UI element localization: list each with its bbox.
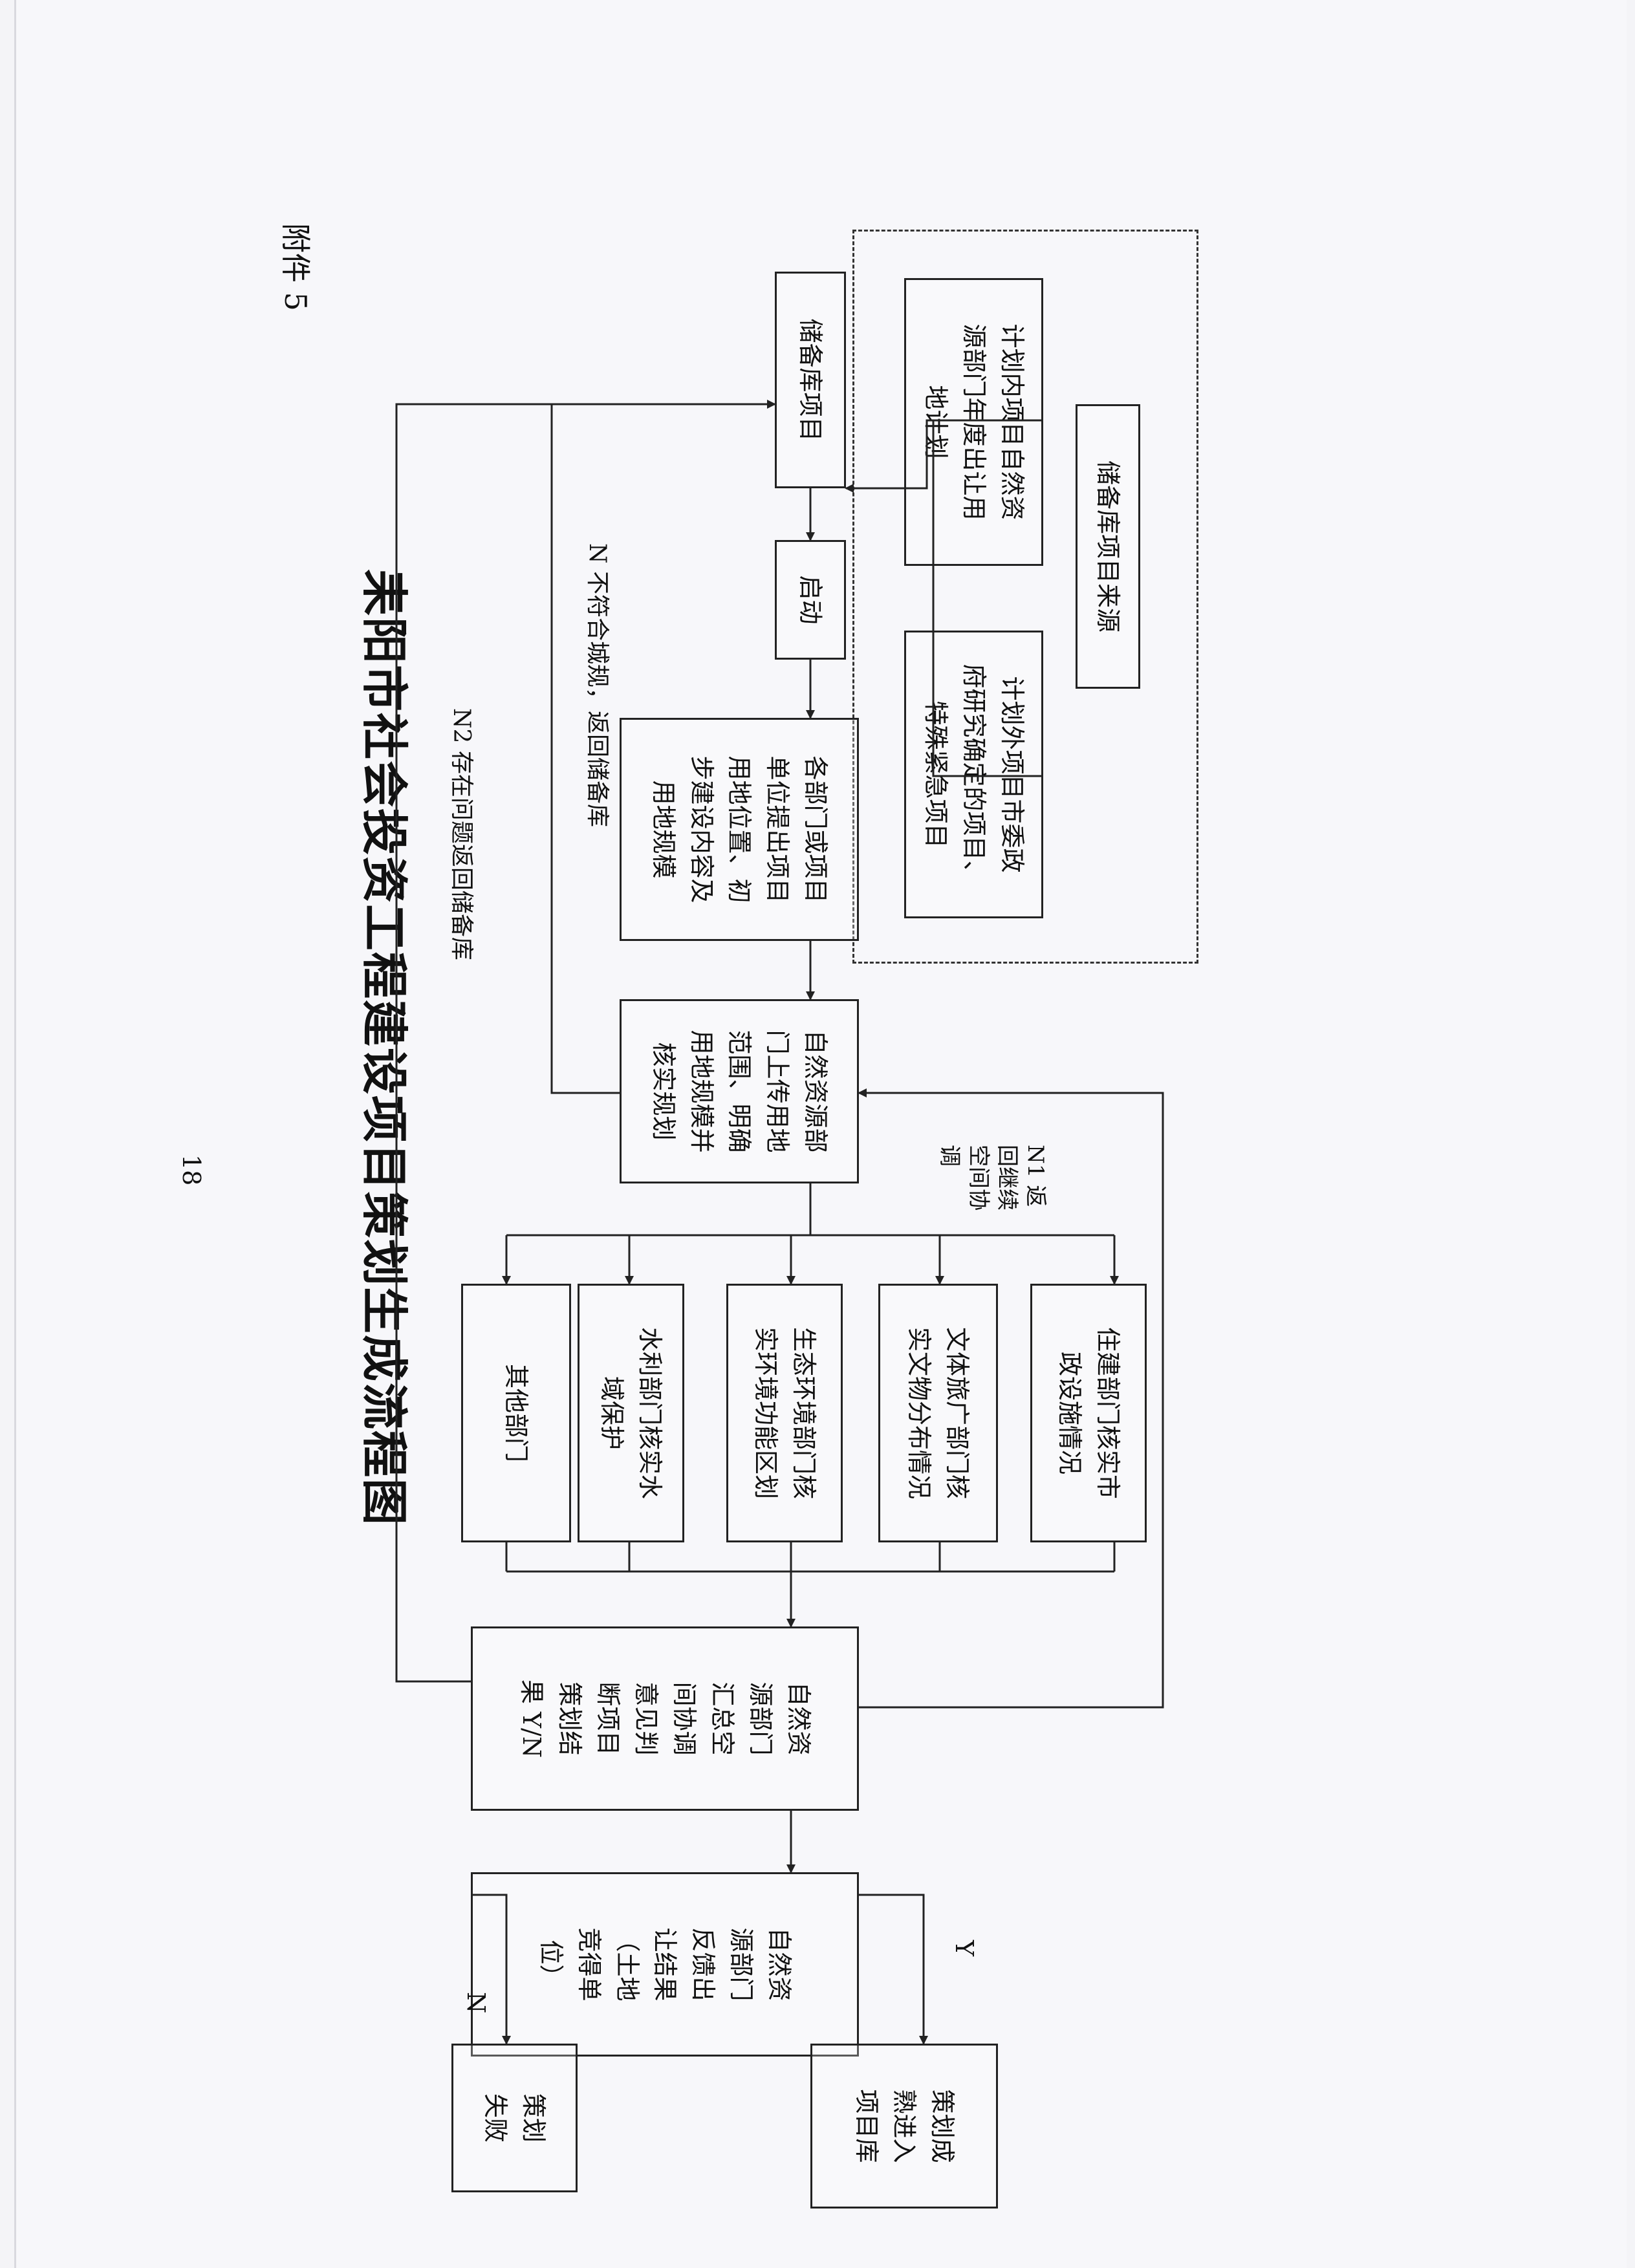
edge-feedback-to-fail [471, 1894, 511, 2045]
rotated-page-content: 附件 5 耒阳市社会投资工程建设项目策划生成流程图 18 储备库项目来源 计划内… [16, 0, 1635, 2268]
flow-connectors [395, 400, 1164, 2045]
edge-n2-return [395, 403, 552, 1683]
edge-not-compliant-return [550, 400, 776, 1094]
scanned-page: 附件 5 耒阳市社会投资工程建设项目策划生成流程图 18 储备库项目来源 计划内… [14, 0, 1627, 2268]
edge-n1-return [858, 1088, 1164, 1709]
edge-out-of-plan-to-reserve [932, 420, 1043, 777]
edge-in-plan-to-reserve [845, 419, 1043, 493]
edge-feedback-to-success [859, 1894, 928, 2045]
